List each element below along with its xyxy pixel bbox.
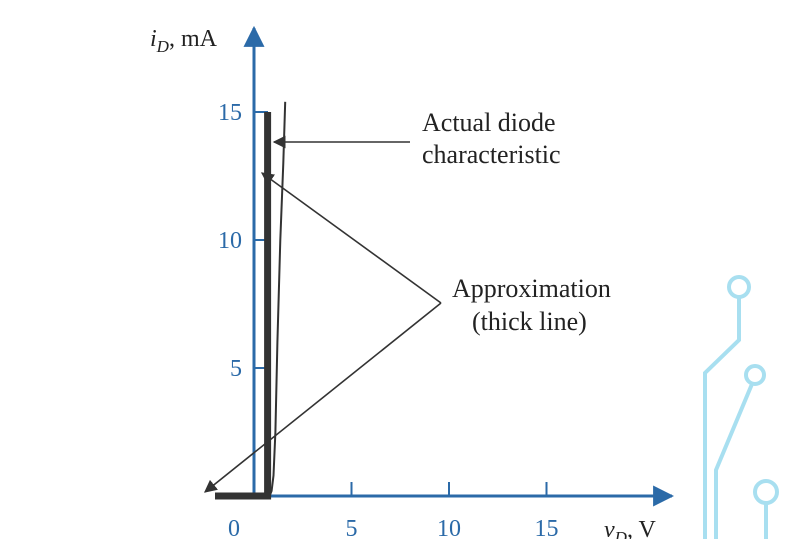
annotation-actual-line1: Actual diode <box>422 108 556 137</box>
annotation-approx-arrow-lower <box>204 302 442 493</box>
x-axis-var: v <box>604 517 615 539</box>
annotation-approximation: Approximation (thick line) <box>204 172 611 493</box>
y-axis-subscript: D <box>156 37 170 56</box>
x-tick-label: 15 <box>535 516 559 539</box>
x-axis-unit: , V <box>627 517 657 539</box>
y-tick-label: 5 <box>230 356 242 382</box>
annotation-approx-line1: Approximation <box>452 274 611 303</box>
axes <box>243 25 675 507</box>
y-tick-label: 15 <box>218 100 242 126</box>
y-axis-unit: , mA <box>169 26 218 52</box>
x-tick-label: 0 <box>228 516 240 539</box>
x-tick-label: 5 <box>346 516 358 539</box>
circuit-decoration <box>703 275 779 539</box>
x-ticks: 0 5 10 15 <box>228 482 559 542</box>
x-axis-label: vD, V <box>604 517 657 539</box>
y-tick-label: 10 <box>218 228 242 254</box>
annotation-actual-line2: characteristic <box>422 140 561 169</box>
circuit-node-icon <box>727 275 751 299</box>
approximation-thick-line <box>215 112 272 500</box>
x-tick-label: 10 <box>437 516 461 539</box>
circuit-trace <box>714 383 754 539</box>
annotation-approx-arrow-upper <box>260 172 442 304</box>
circuit-node-icon <box>753 479 779 505</box>
x-axis-subscript: D <box>614 528 628 539</box>
y-axis-var: i <box>150 26 157 52</box>
y-axis-label: iD, mA <box>150 26 218 56</box>
y-ticks: 5 10 15 <box>218 100 268 382</box>
circuit-trace <box>703 297 741 539</box>
circuit-node-icon <box>744 364 766 386</box>
annotation-approx-line2: (thick line) <box>472 307 587 336</box>
annotation-actual: Actual diode characteristic <box>272 108 561 169</box>
